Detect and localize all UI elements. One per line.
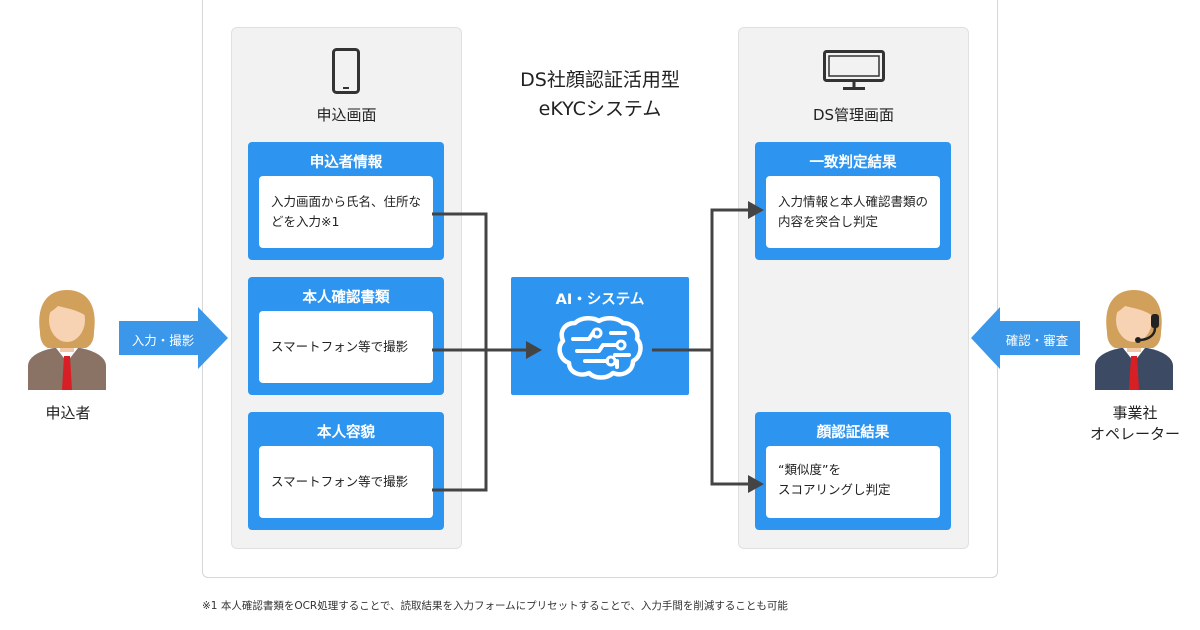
card-face-photo-title: 本人容貌 <box>317 425 375 441</box>
operator-label-line1: 事業社 <box>1112 404 1158 422</box>
card-applicant-info-body: 入力画面から氏名、住所などを入力※1 <box>259 176 433 248</box>
card-face-auth-result: 顔認証結果 “類似度”を スコアリングし判定 <box>755 412 951 530</box>
applicant-label: 申込者 <box>45 404 91 422</box>
input-shoot-label: 入力・撮影 <box>131 333 195 348</box>
operator-label: 事業社 オペレーター <box>1078 403 1192 445</box>
card-match-result: 一致判定結果 入力情報と本人確認書類の内容を突合し判定 <box>755 142 951 260</box>
ds-admin-title: DS管理画面 <box>812 106 895 124</box>
input-shoot-arrow <box>119 307 228 369</box>
connector-to-match-result <box>710 208 750 350</box>
card-id-document-body: スマートフォン等で撮影 <box>259 311 433 383</box>
arrowhead-to-ai <box>526 341 542 359</box>
card-face-photo-body: スマートフォン等で撮影 <box>259 446 433 518</box>
card-match-result-title: 一致判定結果 <box>809 155 897 171</box>
card-face-photo-text: スマートフォン等で撮影 <box>271 474 409 489</box>
card-face-auth-result-body: “類似度”を スコアリングし判定 <box>766 446 940 518</box>
card-applicant-info: 申込者情報 入力画面から氏名、住所などを入力※1 <box>248 142 444 260</box>
arrowhead-to-match-result <box>748 201 764 219</box>
card-face-auth-result-title: 顔認証結果 <box>816 425 890 441</box>
card-face-photo: 本人容貌 スマートフォン等で撮影 <box>248 412 444 530</box>
system-title-line1: DS社顔認証活用型 <box>520 69 680 91</box>
connector-face-photo <box>432 350 488 492</box>
card-applicant-info-title: 申込者情報 <box>309 155 383 171</box>
card-id-document: 本人確認書類 スマートフォン等で撮影 <box>248 277 444 395</box>
card-match-result-text: 入力情報と本人確認書類の内容を突合し判定 <box>778 194 929 229</box>
footnote: ※1 本人確認書類をOCR処理することで、読取結果を入力フォームにプリセットする… <box>202 600 788 612</box>
operator-headset-avatar-icon <box>1095 290 1173 390</box>
card-id-document-text: スマートフォン等で撮影 <box>271 339 409 354</box>
card-match-result-body: 入力情報と本人確認書類の内容を突合し判定 <box>766 176 940 248</box>
brain-circuit-icon <box>557 316 643 380</box>
confirm-review-arrow <box>971 307 1080 369</box>
card-face-auth-result-text-line2: スコアリングし判定 <box>778 482 891 497</box>
ai-system-box: AI・システム <box>511 277 689 395</box>
confirm-review-label: 確認・審査 <box>1005 333 1069 348</box>
smartphone-icon <box>332 48 360 94</box>
connector-applicant-info <box>432 212 488 350</box>
system-title: DS社顔認証活用型 eKYCシステム <box>470 66 730 124</box>
card-face-auth-result-text-line1: “類似度”を <box>778 462 841 477</box>
card-id-document-title: 本人確認書類 <box>302 290 390 306</box>
arrowhead-to-face-result <box>748 475 764 493</box>
ai-system-title: AI・システム <box>555 292 645 308</box>
monitor-icon <box>823 50 885 90</box>
system-title-line2: eKYCシステム <box>538 98 662 120</box>
connector-to-face-result <box>710 350 750 486</box>
application-screen-title: 申込画面 <box>316 106 377 124</box>
applicant-avatar-icon <box>28 290 106 390</box>
card-applicant-info-text: 入力画面から氏名、住所などを入力※1 <box>271 194 422 229</box>
operator-label-line2: オペレーター <box>1089 425 1180 443</box>
